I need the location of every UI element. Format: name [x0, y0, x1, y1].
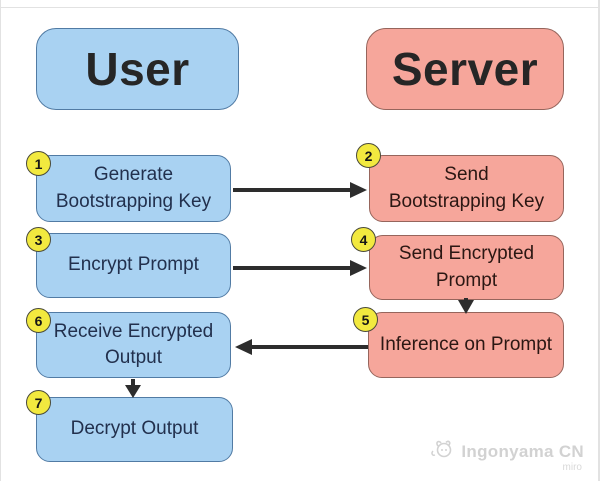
step-badge-5: 5	[353, 307, 378, 332]
step-badge-1: 1	[26, 151, 51, 176]
top-divider-line	[1, 7, 598, 8]
step-badge-3: 3	[26, 227, 51, 252]
arrow-step1-to-step2	[233, 182, 367, 198]
node-step-3-encrypt-prompt: Encrypt Prompt	[36, 233, 231, 298]
watermark-product-text: miro	[562, 462, 582, 473]
step-badge-2: 2	[356, 143, 381, 168]
node-step-5-inference-on-prompt: Inference on Prompt	[368, 312, 564, 378]
arrow-step3-to-step4	[233, 260, 367, 276]
node-step-2-send-bootstrapping-key: Send Bootstrapping Key	[369, 155, 564, 222]
node-step-1-generate-bootstrapping-key: Generate Bootstrapping Key	[36, 155, 231, 222]
watermark-brand-text: Ingonyama CN	[461, 441, 584, 461]
step-badge-4: 4	[351, 227, 376, 252]
ingonyama-logo-icon	[429, 439, 455, 464]
ingonyama-watermark: Ingonyama CN miro	[429, 439, 584, 473]
arrow-step6-to-step7	[125, 379, 141, 398]
node-step-7-decrypt-output: Decrypt Output	[36, 397, 233, 462]
node-server-header: Server	[366, 28, 564, 110]
node-step-4-send-encrypted-prompt: Send Encrypted Prompt	[369, 235, 564, 300]
node-user-header: User	[36, 28, 239, 110]
arrow-step5-to-step6	[235, 339, 368, 355]
step-badge-6: 6	[26, 308, 51, 333]
step-badge-7: 7	[26, 390, 51, 415]
node-step-6-receive-encrypted-output: Receive Encrypted Output	[36, 312, 231, 378]
